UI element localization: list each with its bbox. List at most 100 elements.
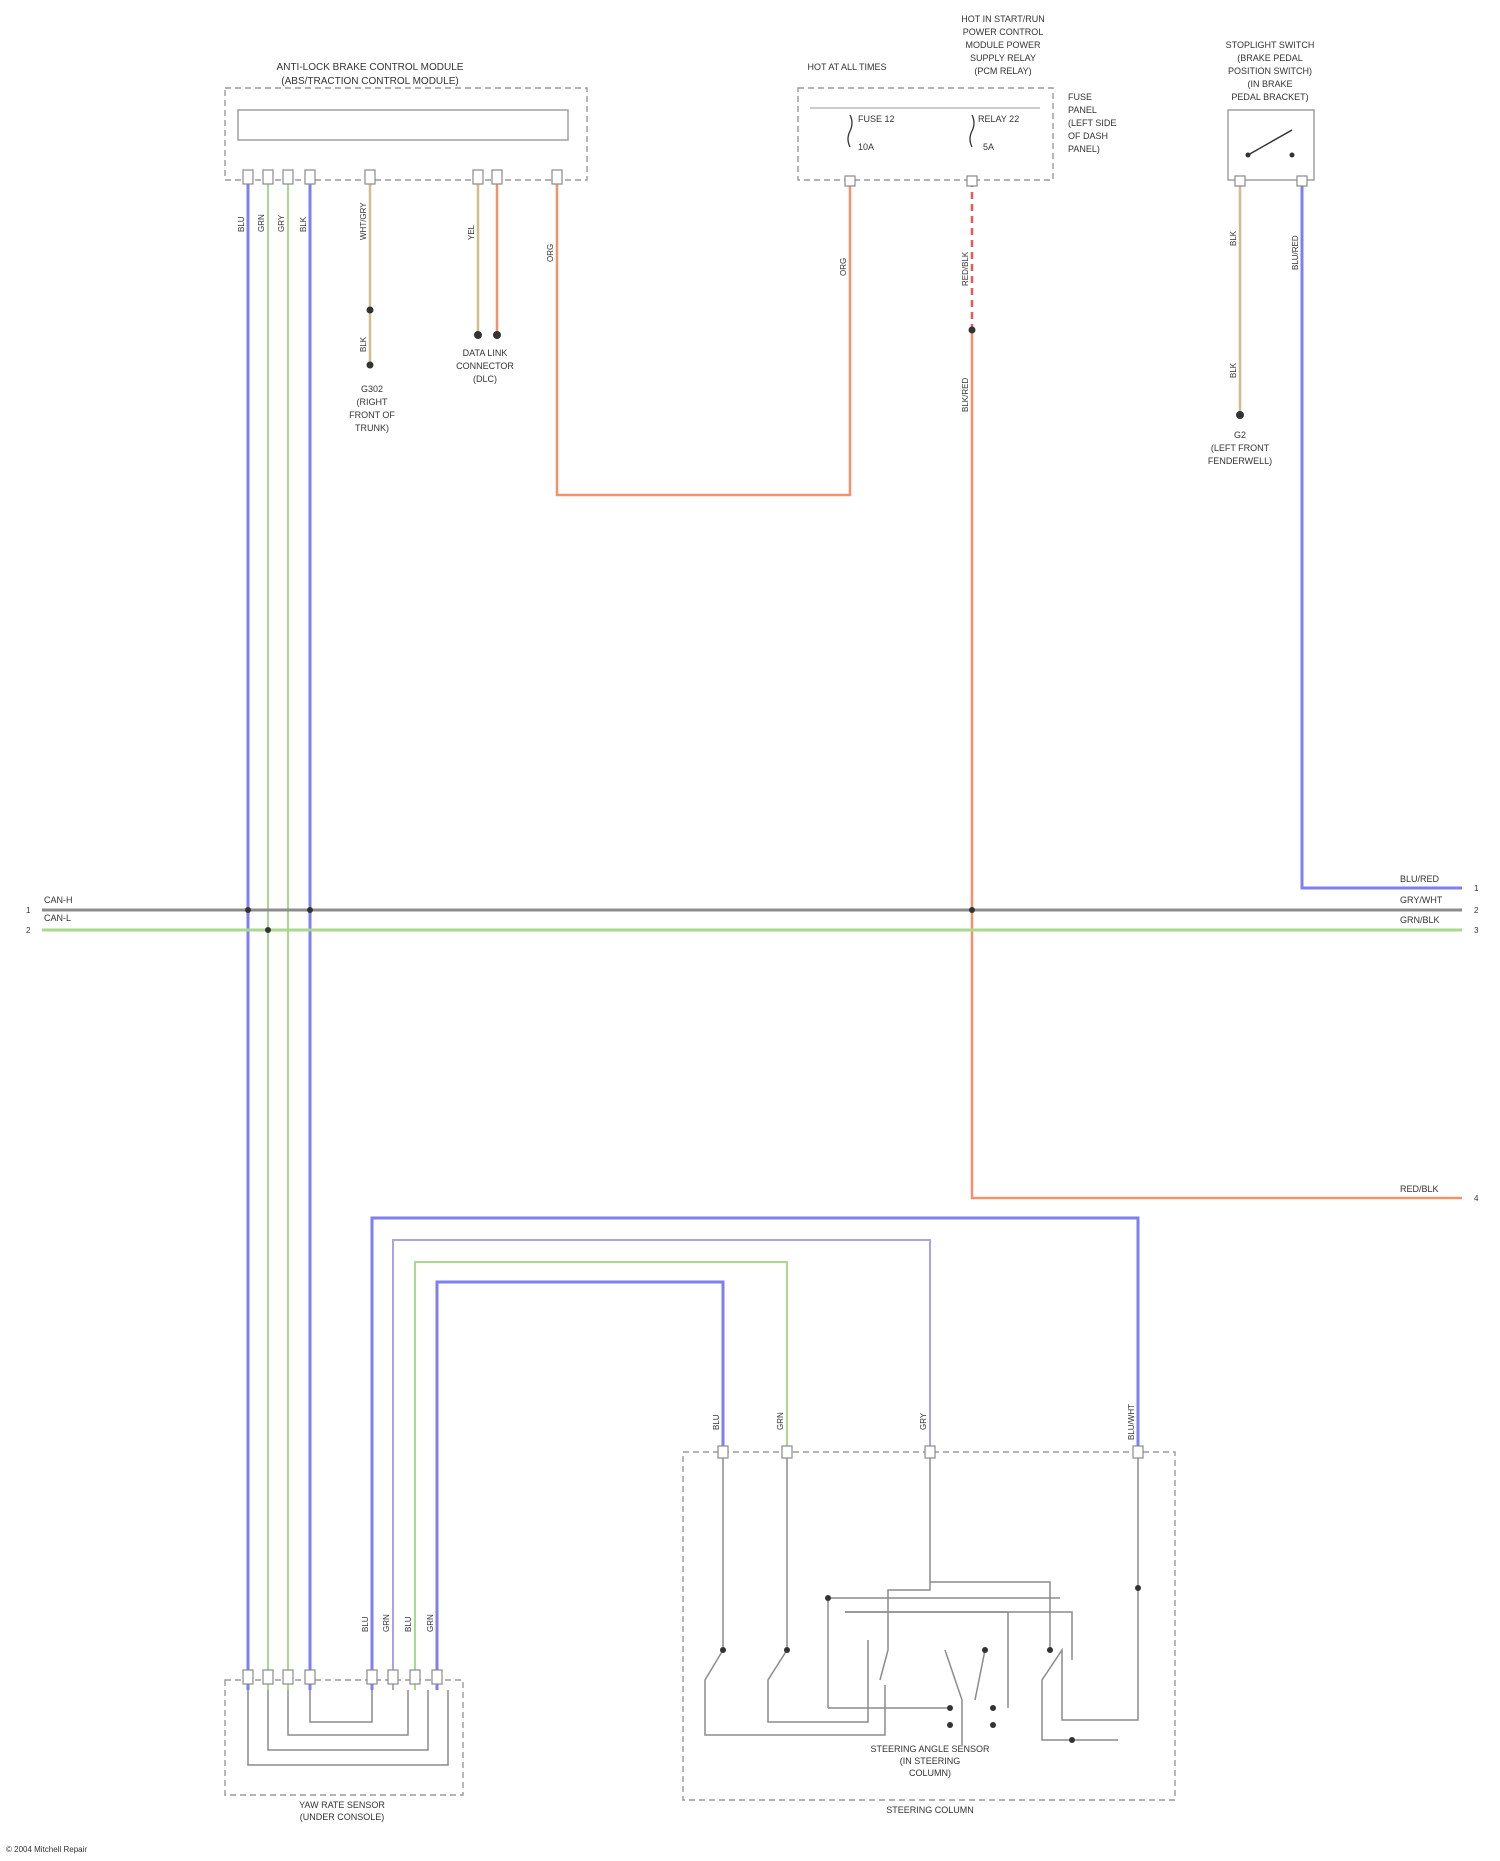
bus-right-num-0: 1 — [1474, 884, 1479, 893]
abs-pin — [283, 170, 293, 184]
ground-node — [367, 362, 374, 369]
stoplight-switch: STOPLIGHT SWITCH (BRAKE PEDAL POSITION S… — [1208, 40, 1315, 466]
ground-g302: BLK G302 (RIGHT FRONT OF TRUNK) — [349, 307, 395, 434]
relay-fuse-symbol — [970, 115, 974, 147]
fuse-label: FUSE 12 — [858, 114, 895, 124]
relay-node — [969, 327, 976, 334]
abs-control-module: ANTI-LOCK BRAKE CONTROL MODULE (ABS/TRAC… — [225, 62, 587, 262]
ground-g302-line3: FRONT OF — [349, 410, 395, 420]
hot-label: HOT AT ALL TIMES — [807, 62, 886, 72]
sas-pin-label: GRN — [776, 1412, 785, 1430]
fuse-note-5: PANEL) — [1068, 144, 1100, 154]
yaw-sensor-title: YAW RATE SENSOR — [299, 1800, 385, 1810]
yaw-pin — [388, 1670, 398, 1684]
sas-pins — [718, 1446, 1143, 1458]
bus-left-label-1: CAN-H — [44, 895, 73, 905]
wire-yaw-sas-4 — [437, 1282, 723, 1690]
abs-module-pins — [243, 170, 562, 184]
abs-pin — [243, 170, 253, 184]
dlc-node — [474, 331, 482, 339]
yaw-sensor-subtitle: (UNDER CONSOLE) — [300, 1812, 385, 1822]
sas-line3: COLUMN) — [909, 1768, 951, 1778]
yaw-pin — [367, 1670, 377, 1684]
wire-abs-fuse-org — [557, 170, 850, 495]
yaw-pin — [432, 1670, 442, 1684]
fuse-box-outline — [798, 88, 1053, 180]
bus-terminations: CAN-H CAN-L 1 2 BLU/RED GRY/WHT GRN/BLK … — [26, 874, 1479, 1203]
sas-pin-label: BLU/WHT — [1127, 1404, 1136, 1440]
wire-yaw-internal-2 — [268, 1690, 428, 1750]
fuse-note-4: OF DASH — [1068, 131, 1108, 141]
abs-pin — [473, 170, 483, 184]
ground-node — [367, 307, 374, 314]
bus-right-label-0: BLU/RED — [1400, 874, 1440, 884]
relay-desc-5: (PCM RELAY) — [974, 66, 1031, 76]
stop-title-5: PEDAL BRACKET) — [1231, 92, 1308, 102]
abs-module-title: ANTI-LOCK BRAKE CONTROL MODULE — [277, 62, 464, 73]
bus-right-label-3: RED/BLK — [1400, 1184, 1439, 1194]
data-link-connector: DATA LINK CONNECTOR (DLC) — [456, 331, 514, 384]
sas-pin — [1133, 1446, 1143, 1458]
sas-pin — [782, 1446, 792, 1458]
fuse-panel-note: FUSE PANEL (LEFT SIDE OF DASH PANEL) — [1068, 92, 1116, 154]
sas-pin-label: BLU — [712, 1414, 721, 1430]
gnd-right-node — [1236, 411, 1244, 419]
relay-label: RELAY 22 — [978, 114, 1019, 124]
bus-right-label-1: GRY/WHT — [1400, 895, 1443, 905]
yaw-pin — [410, 1670, 420, 1684]
ground-g302-line2: (RIGHT — [357, 397, 388, 407]
relay-desc-3: MODULE POWER — [965, 40, 1041, 50]
yaw-pin-label: GRN — [426, 1614, 435, 1632]
abs-pin — [492, 170, 502, 184]
abs-pin-label: BLU — [237, 216, 246, 232]
fuse-symbol — [848, 115, 852, 147]
bus-right-num-3: 4 — [1474, 1194, 1479, 1203]
abs-pin-label: YEL — [467, 224, 476, 240]
sas-contact — [825, 1595, 831, 1601]
abs-pin-label: ORG — [546, 244, 555, 262]
yaw-pins — [243, 1670, 442, 1684]
bus-right-num-1: 2 — [1474, 906, 1479, 915]
abs-pin-label: WHT/GRY — [359, 202, 368, 240]
stop-contact — [1246, 153, 1251, 158]
abs-pin-label: GRN — [257, 214, 266, 232]
relay-out-label: RED/BLK — [961, 251, 970, 286]
relay-pin — [967, 176, 977, 186]
sas-contact — [784, 1647, 790, 1653]
gnd-right-1: G2 — [1234, 430, 1246, 440]
bus-node-3 — [265, 927, 271, 933]
wire-yaw-internal-4 — [310, 1690, 372, 1722]
fuse-amp: 10A — [858, 142, 874, 152]
relay-desc-4: SUPPLY RELAY — [970, 53, 1036, 63]
abs-pin — [263, 170, 273, 184]
copyright-text: © 2004 Mitchell Repair — [6, 1845, 87, 1854]
stop-pin — [1235, 176, 1245, 186]
wire-yaw-internal — [248, 1690, 448, 1765]
yaw-pin — [305, 1670, 315, 1684]
stop-title-2: (BRAKE PEDAL — [1237, 53, 1303, 63]
sas-contact — [982, 1647, 988, 1653]
sas-pin — [718, 1446, 728, 1458]
wires — [42, 170, 1462, 1765]
sas-contact — [1135, 1585, 1141, 1591]
yaw-pin — [243, 1670, 253, 1684]
yaw-pin-label: GRN — [382, 1614, 391, 1632]
wire-yaw-sas-3 — [415, 1262, 787, 1690]
fuse-pin — [845, 176, 855, 186]
fuse-note-1: FUSE — [1068, 92, 1092, 102]
yaw-pin-label: BLU — [404, 1616, 413, 1632]
abs-pin — [365, 170, 375, 184]
yaw-pin — [263, 1670, 273, 1684]
bus-node-4 — [969, 907, 975, 913]
yaw-pin-label: BLU — [361, 1616, 370, 1632]
sas-contact — [1047, 1647, 1053, 1653]
stop-left-label: BLK — [1229, 230, 1238, 246]
abs-pin — [305, 170, 315, 184]
stop-switch-box — [1228, 110, 1314, 180]
dlc-line1: DATA LINK — [463, 348, 508, 358]
underhood-fuse-box: HOT AT ALL TIMES HOT IN START/RUN POWER … — [798, 14, 1053, 412]
sas-contact — [1069, 1737, 1075, 1743]
gnd-right-3: FENDERWELL) — [1208, 456, 1272, 466]
sas-pin-label: GRY — [919, 1412, 928, 1430]
